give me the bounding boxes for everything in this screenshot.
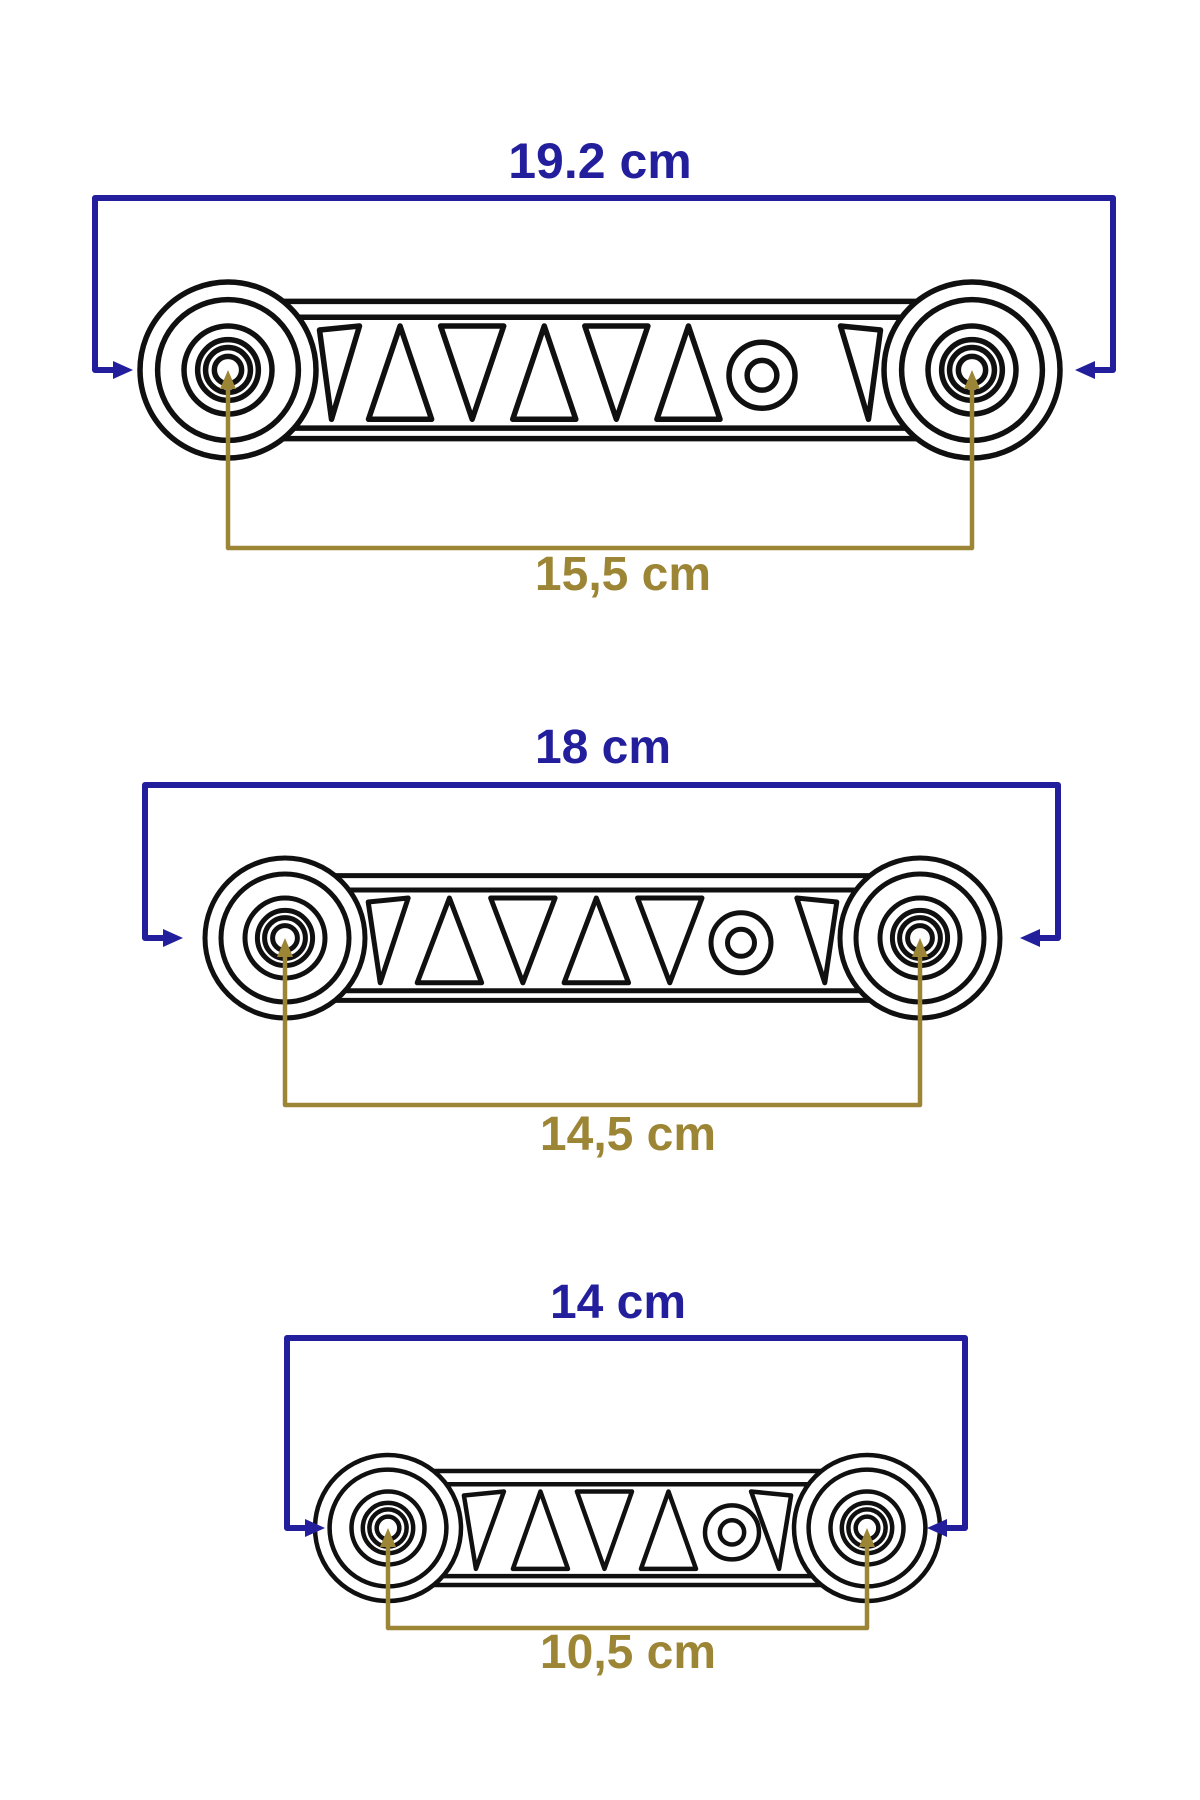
hole-distance-label-large: 15,5 cm — [535, 548, 711, 601]
overall-length-label-medium: 18 cm — [535, 721, 671, 774]
section-small: 14 cm 10,5 cm — [284, 1276, 968, 1679]
hole-distance-label-medium: 14,5 cm — [540, 1108, 716, 1161]
hole-distance-bracket-medium — [277, 938, 928, 1108]
overall-length-bracket-medium — [142, 782, 1061, 947]
hole-distance-label-small: 10,5 cm — [540, 1626, 716, 1679]
section-medium: 18 cm 14,5 cm — [142, 721, 1061, 1161]
control-arm-drawing-large — [137, 279, 1063, 461]
overall-length-label-large: 19.2 cm — [508, 133, 691, 189]
section-large: 19.2 cm 15,5 cm — [92, 133, 1116, 601]
hole-distance-bracket-small — [380, 1528, 875, 1631]
overall-length-bracket-small — [284, 1335, 968, 1537]
control-arm-drawing-medium — [202, 855, 1003, 1021]
hole-distance-bracket-large — [220, 370, 980, 551]
overall-length-bracket-large — [92, 195, 1116, 379]
overall-length-label-small: 14 cm — [550, 1276, 686, 1329]
control-arm-drawing-small — [312, 1452, 943, 1604]
